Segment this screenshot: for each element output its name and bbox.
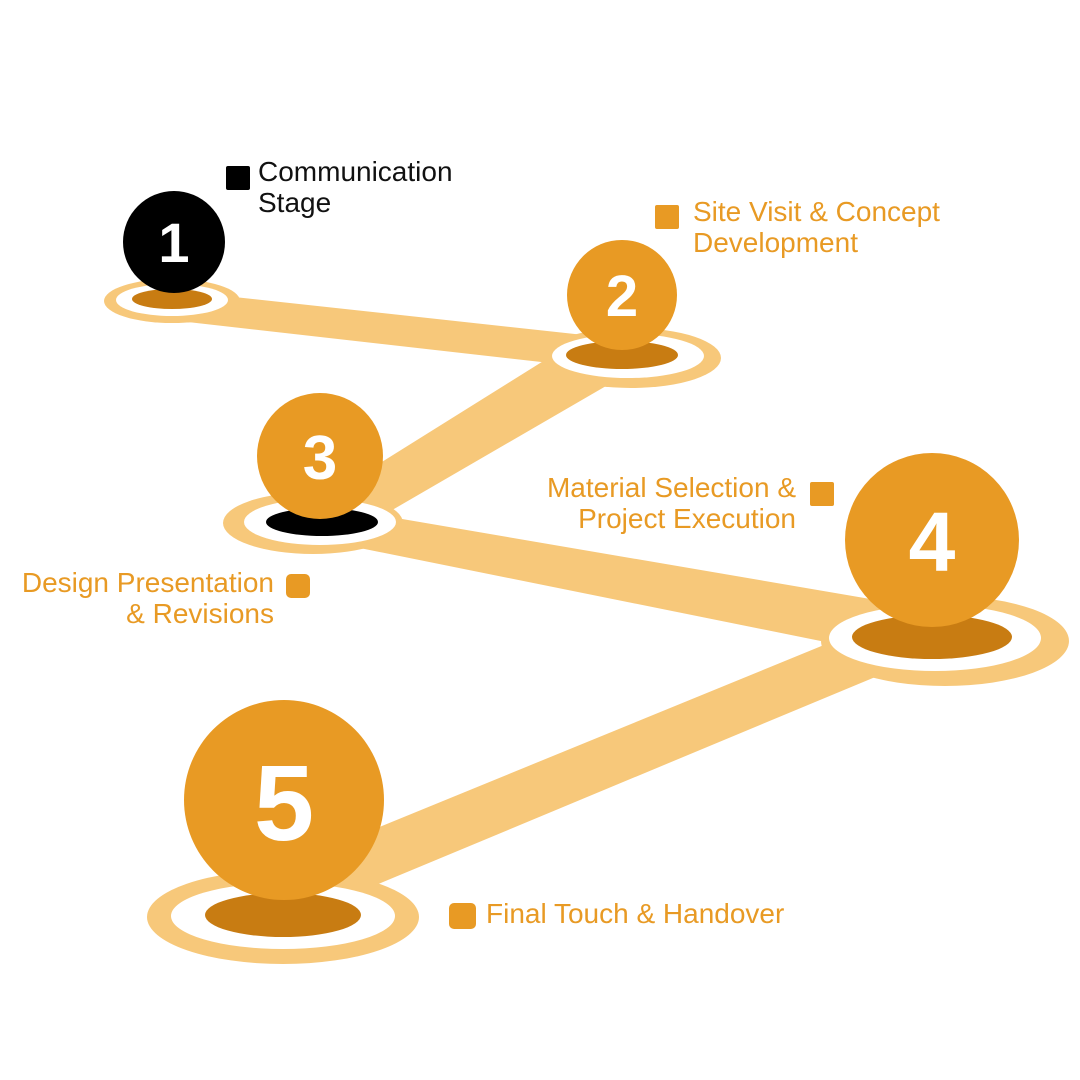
step-1-label-line-2: Stage <box>258 187 332 218</box>
step-2-label-line-2: Development <box>693 227 858 258</box>
step-2-label: Site Visit & Concept Development <box>693 196 940 258</box>
step-5-circle <box>184 700 384 900</box>
step-5-number: 5 <box>254 742 314 863</box>
step-1-badge: 1 <box>123 191 225 293</box>
step-3-label-line-2: & Revisions <box>126 598 274 629</box>
step-1-marker <box>226 166 250 190</box>
step-1-number: 1 <box>158 211 189 274</box>
roadmap-path <box>170 290 940 900</box>
step-2-number: 2 <box>606 264 638 329</box>
step-4-label: Material Selection & Project Execution <box>547 472 796 534</box>
step-5-marker <box>449 903 476 929</box>
step-3-label-line-1: Design Presentation <box>21 567 274 598</box>
step-3-number: 3 <box>303 424 337 493</box>
step-5-label-line-1: Final Touch & Handover <box>486 898 785 929</box>
step-2-disc-shadow <box>566 341 678 369</box>
step-4-circle <box>845 453 1019 627</box>
step-5-label: Final Touch & Handover <box>486 898 784 929</box>
step-1-disc-shadow <box>132 289 212 309</box>
step-5-disc-shadow <box>205 893 361 937</box>
step-3-circle <box>257 393 383 519</box>
step-3-disc-shadow <box>266 508 378 536</box>
path-segment-3-4 <box>320 505 935 660</box>
step-5-base <box>147 870 419 964</box>
step-4-marker <box>810 482 834 506</box>
step-4-label-line-2: Project Execution <box>578 503 796 534</box>
step-4-label-line-1: Material Selection & <box>546 472 796 503</box>
step-4-number: 4 <box>909 495 956 589</box>
path-segment-2-3 <box>305 360 625 520</box>
step-3-label: Design Presentation & Revisions <box>22 567 274 629</box>
step-1-label: Communication Stage <box>258 156 453 218</box>
step-4-disc-shadow <box>852 615 1012 659</box>
step-3-badge: 3 <box>257 393 383 519</box>
step-1-label-line-1: Communication <box>258 156 453 187</box>
path-segment-1-2 <box>170 290 630 372</box>
step-2-badge: 2 <box>567 240 677 350</box>
step-3-base <box>223 492 403 554</box>
step-2-base <box>541 328 721 388</box>
step-4-base <box>821 596 1069 686</box>
step-5-badge: 5 <box>184 700 384 900</box>
step-2-marker <box>655 205 679 229</box>
step-1-base <box>104 279 240 323</box>
step-4-badge: 4 <box>845 453 1019 627</box>
step-3-marker <box>286 574 310 598</box>
step-2-label-line-1: Site Visit & Concept <box>693 196 940 227</box>
step-1-circle <box>123 191 225 293</box>
path-segment-4-5 <box>250 620 940 900</box>
step-2-circle <box>567 240 677 350</box>
